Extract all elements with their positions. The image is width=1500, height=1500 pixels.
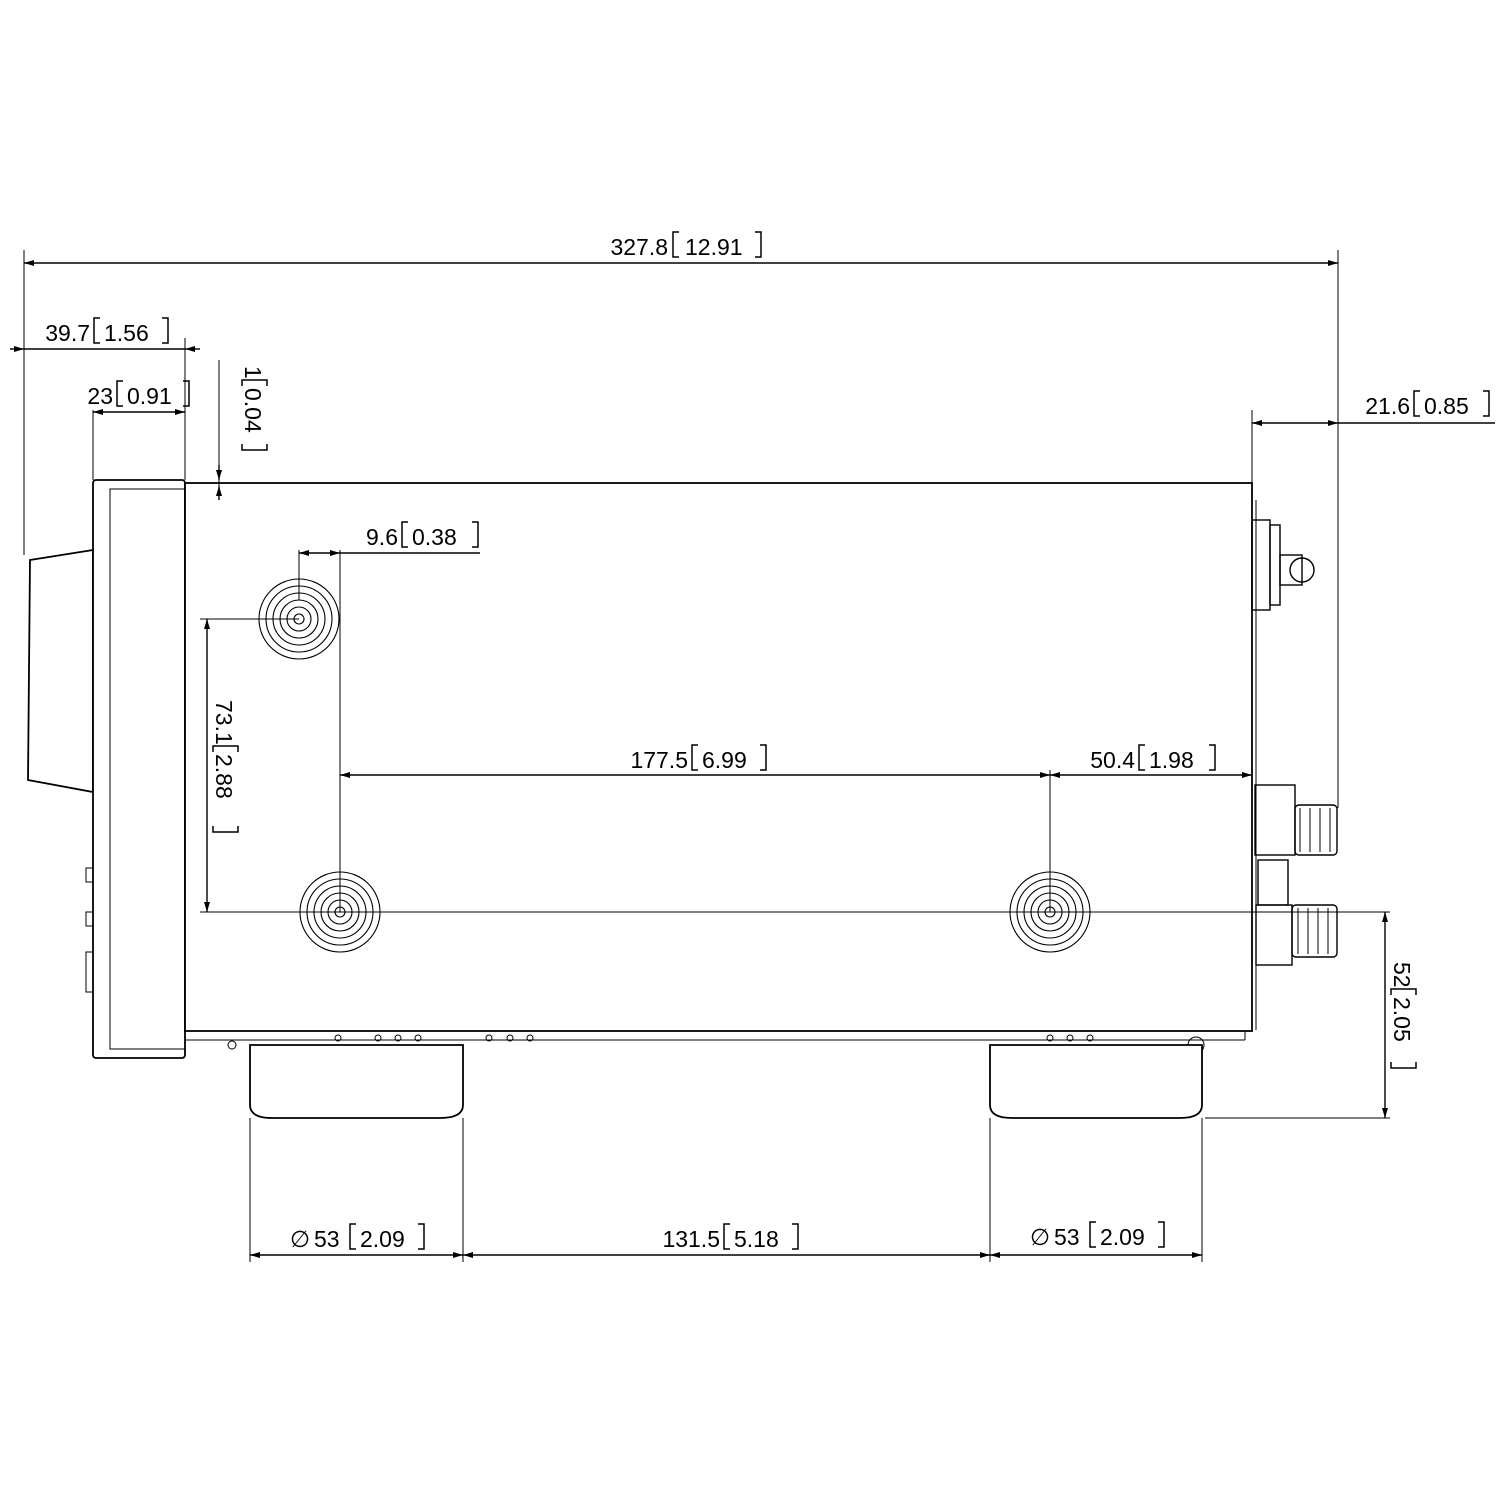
svg-text:0.85: 0.85 bbox=[1424, 393, 1469, 419]
dim-rear-terminals: 21.6 0.85 bbox=[1365, 390, 1490, 419]
svg-text:52: 52 bbox=[1389, 962, 1415, 988]
svg-text:131.5: 131.5 bbox=[662, 1226, 720, 1252]
dim-front-panel-depth: 39.7 1.56 bbox=[45, 317, 169, 346]
svg-text:2.88: 2.88 bbox=[211, 754, 237, 799]
svg-text:2.05: 2.05 bbox=[1389, 997, 1415, 1042]
dim-foot-diameter-rear: ∅ 53 2.09 bbox=[1030, 1221, 1165, 1250]
dim-rear-screw-offset: 50.4 1.98 bbox=[1090, 744, 1216, 773]
dimension-lines bbox=[10, 260, 1495, 1258]
dim-foot-diameter-front: ∅ 53 2.09 bbox=[290, 1223, 425, 1252]
svg-text:50.4: 50.4 bbox=[1090, 747, 1135, 773]
foot-rear bbox=[989, 1044, 1203, 1119]
svg-text:39.7: 39.7 bbox=[45, 320, 90, 346]
dim-screw-horizontal-spacing: 177.5 6.99 bbox=[630, 744, 767, 773]
svg-text:0.04: 0.04 bbox=[240, 388, 266, 433]
svg-text:53: 53 bbox=[1054, 1224, 1080, 1250]
svg-text:23: 23 bbox=[87, 383, 113, 409]
svg-text:1: 1 bbox=[240, 366, 266, 379]
extension-lines bbox=[23, 250, 1390, 1262]
dim-foot-height: 52 2.05 bbox=[1389, 962, 1417, 1069]
svg-text:2.09: 2.09 bbox=[1100, 1224, 1145, 1250]
dim-overall-length: 327.8 12.91 bbox=[610, 231, 762, 260]
svg-text:21.6: 21.6 bbox=[1365, 393, 1410, 419]
svg-text:1.56: 1.56 bbox=[104, 320, 149, 346]
svg-text:5.18: 5.18 bbox=[734, 1226, 779, 1252]
svg-text:327.8: 327.8 bbox=[610, 234, 668, 260]
svg-text:6.99: 6.99 bbox=[702, 747, 747, 773]
dim-screw-offset: 9.6 0.38 bbox=[366, 521, 479, 550]
device-outline bbox=[27, 479, 1338, 1059]
svg-text:53: 53 bbox=[314, 1226, 340, 1252]
svg-text:177.5: 177.5 bbox=[630, 747, 688, 773]
svg-text:9.6: 9.6 bbox=[366, 524, 398, 550]
dim-panel-offset: 1 0.04 bbox=[240, 366, 268, 451]
svg-text:73.1: 73.1 bbox=[211, 700, 237, 745]
svg-text:1.98: 1.98 bbox=[1149, 747, 1194, 773]
dim-front-bezel: 23 0.91 bbox=[87, 380, 190, 409]
svg-text:2.09: 2.09 bbox=[360, 1226, 405, 1252]
feet bbox=[249, 1044, 1203, 1119]
dim-screw-vertical-spacing: 73.1 2.88 bbox=[211, 700, 239, 833]
svg-text:∅: ∅ bbox=[290, 1226, 310, 1252]
foot-front bbox=[249, 1044, 464, 1119]
svg-text:12.91: 12.91 bbox=[685, 234, 743, 260]
svg-text:∅: ∅ bbox=[1030, 1224, 1050, 1250]
dim-foot-spacing: 131.5 5.18 bbox=[662, 1223, 799, 1252]
svg-text:0.38: 0.38 bbox=[412, 524, 457, 550]
svg-text:0.91: 0.91 bbox=[127, 383, 172, 409]
